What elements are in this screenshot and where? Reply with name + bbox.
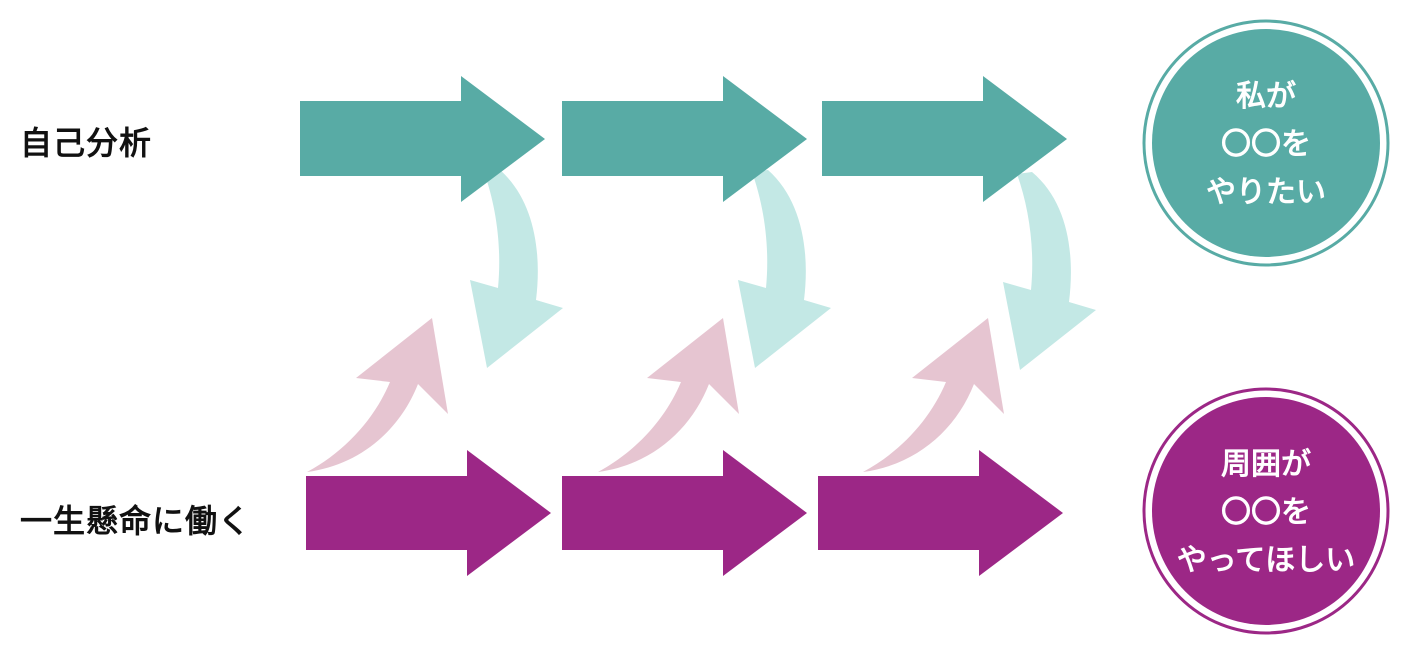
up-curve-arrow-2: [598, 318, 739, 472]
goal-top-line-3: やりたい: [1206, 175, 1326, 210]
row-label-work-hard: 一生懸命に働く: [20, 502, 252, 540]
down-curve-arrows: [470, 170, 1096, 370]
down-curve-arrow-3: [1003, 172, 1096, 370]
goal-top-text: 私が 〇〇を やりたい: [1176, 73, 1356, 217]
down-curve-arrow-1: [470, 170, 563, 368]
up-curve-arrow-1: [307, 318, 448, 472]
bottom-row-arrows: [306, 450, 1063, 576]
goal-top-line-2: 〇〇を: [1221, 127, 1311, 162]
up-curve-arrow-3: [863, 318, 1004, 472]
top-arrow-1: [300, 76, 545, 202]
top-arrow-2: [562, 76, 807, 202]
goal-circle-bottom: [1142, 387, 1390, 635]
top-row-arrows: [300, 76, 1067, 202]
goal-top-line-1: 私が: [1236, 79, 1296, 114]
bottom-arrow-2: [562, 450, 807, 576]
goal-circle-top: [1142, 19, 1390, 267]
goal-bottom-line-3: やってほしい: [1176, 543, 1356, 578]
row-label-self-analysis: 自己分析: [20, 124, 153, 162]
bottom-arrow-3: [818, 450, 1063, 576]
up-curve-arrows: [307, 318, 1004, 472]
goal-circle-bottom-fill: [1152, 397, 1380, 625]
down-curve-arrow-2: [738, 170, 831, 368]
goal-circle-top-fill: [1152, 29, 1380, 257]
goal-bottom-text: 周囲が 〇〇を やってほしい: [1176, 441, 1356, 585]
goal-bottom-line-1: 周囲が: [1221, 447, 1311, 482]
bottom-arrow-1: [306, 450, 551, 576]
goal-bottom-line-2: 〇〇を: [1221, 495, 1311, 530]
top-arrow-3: [822, 76, 1067, 202]
